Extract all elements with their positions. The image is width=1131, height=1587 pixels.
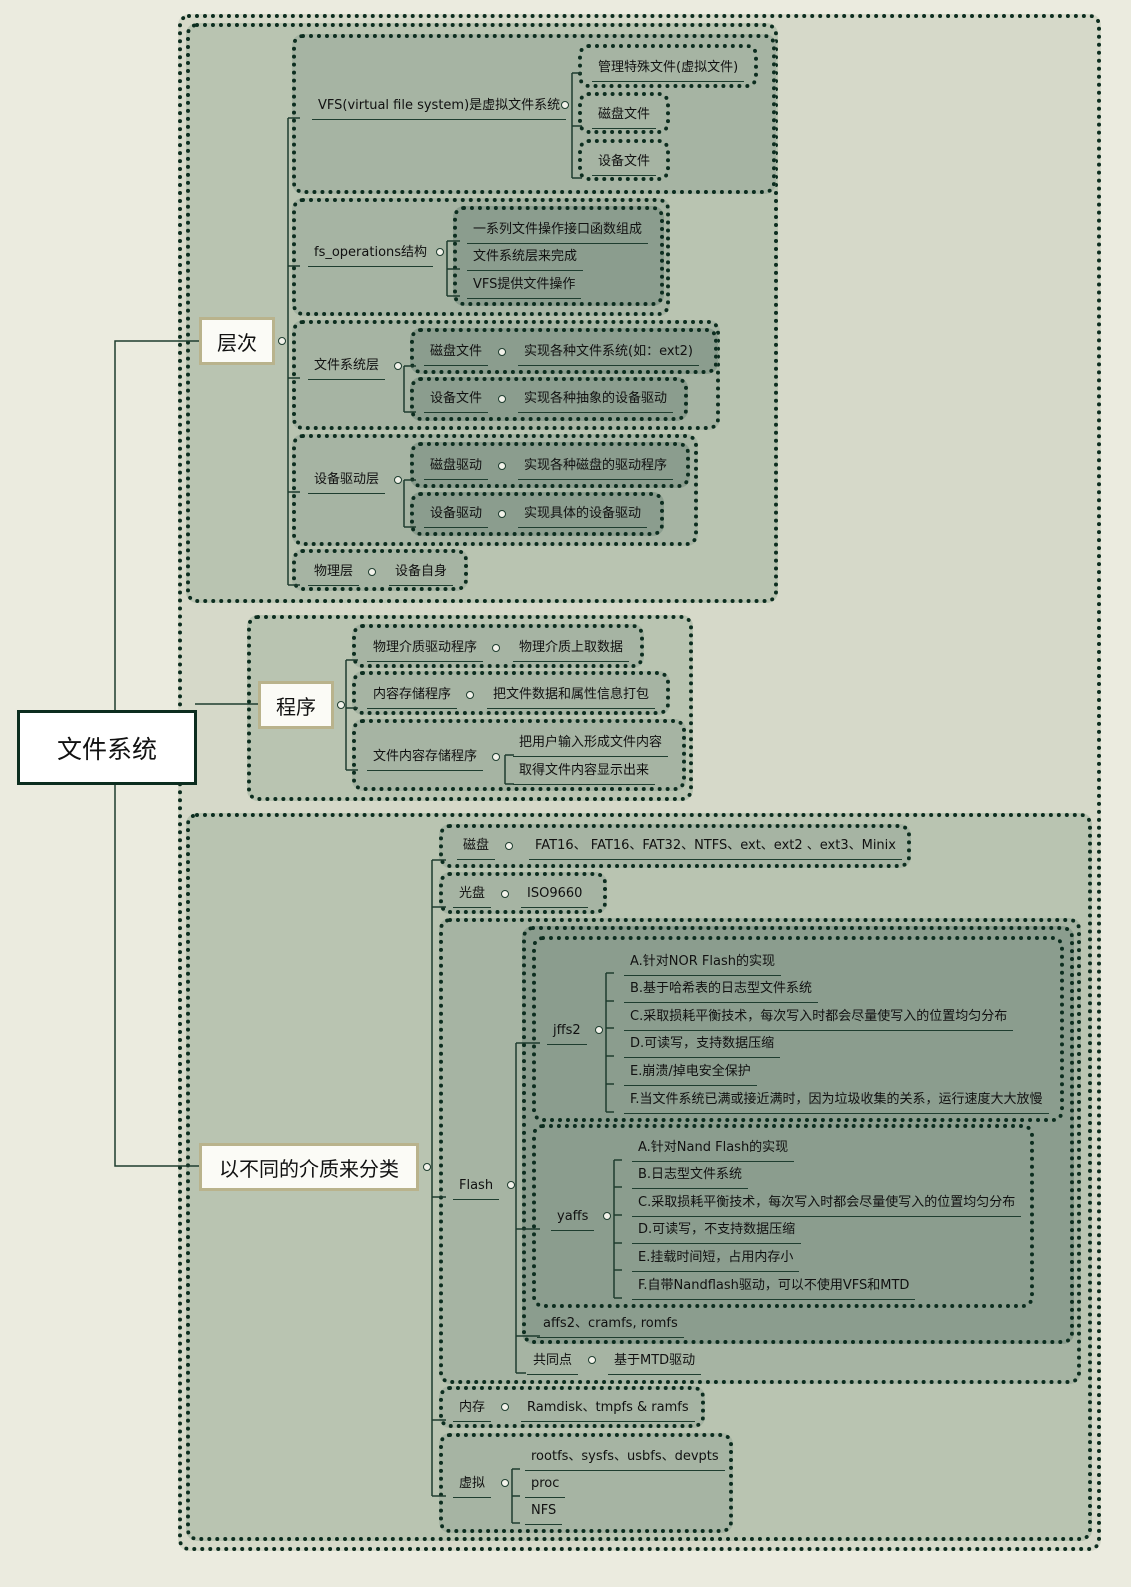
jffs2-item-3[interactable]: C.采取损耗平衡技术，每次写入时都会尽量使写入的位置均匀分布 — [624, 1008, 1014, 1031]
driver-row2-b[interactable]: 实现具体的设备驱动 — [518, 505, 648, 528]
memory-value[interactable]: Ramdisk、tmpfs & ramfs — [521, 1399, 695, 1422]
fsops-label[interactable]: fs_operations结构 — [308, 244, 434, 267]
virtual-item-1[interactable]: rootfs、sysfs、usbfs、devpts — [525, 1448, 725, 1471]
memory-knob[interactable] — [501, 1403, 509, 1411]
common-knob[interactable] — [588, 1356, 596, 1364]
fsops-item-3[interactable]: VFS提供文件操作 — [467, 276, 582, 299]
driver-row2-a[interactable]: 设备驱动 — [424, 505, 489, 528]
driver-row1-knob[interactable] — [498, 462, 506, 470]
driver-knob[interactable] — [394, 476, 402, 484]
virtual-item-3[interactable]: NFS — [525, 1502, 563, 1525]
fslayer-row1-knob[interactable] — [498, 348, 506, 356]
flash-others[interactable]: affs2、cramfs, romfs — [537, 1315, 684, 1338]
disk-frame — [439, 824, 911, 868]
program-row2-frame — [352, 671, 670, 715]
vfs-label[interactable]: VFS(virtual file system)是虚拟文件系统 — [312, 97, 567, 120]
program-row2-knob[interactable] — [466, 691, 474, 699]
disk-value[interactable]: FAT16、 FAT16、FAT32、NTFS、ext、ext2 、ext3、M… — [529, 837, 902, 860]
program-row3-item-1[interactable]: 把用户输入形成文件内容 — [513, 734, 669, 757]
jffs2-item-6[interactable]: F.当文件系统已满或接近满时，因为垃圾收集的关系，运行速度大大放慢 — [624, 1091, 1049, 1114]
yaffs-item-5[interactable]: E.挂载时间短，占用内存小 — [632, 1249, 800, 1272]
jffs2-item-2[interactable]: B.基于哈希表的日志型文件系统 — [624, 980, 819, 1003]
fslayer-row2-a[interactable]: 设备文件 — [424, 390, 489, 413]
cd-value[interactable]: ISO9660 — [521, 885, 589, 908]
program-row1-a[interactable]: 物理介质驱动程序 — [367, 639, 484, 662]
driver-row1-b[interactable]: 实现各种磁盘的驱动程序 — [518, 457, 674, 480]
fsops-knob[interactable] — [436, 248, 444, 256]
fsops-items-frame — [453, 206, 664, 306]
yaffs-item-3[interactable]: C.采取损耗平衡技术，每次写入时都会尽量使写入的位置均匀分布 — [632, 1194, 1022, 1217]
root-node[interactable]: 文件系统 — [17, 710, 197, 785]
yaffs-item-6[interactable]: F.自带Nandflash驱动，可以不使用VFS和MTD — [632, 1277, 916, 1300]
fslayer-row2-frame — [410, 377, 688, 421]
program-row2-b[interactable]: 把文件数据和属性信息打包 — [487, 686, 656, 709]
virtual-label[interactable]: 虚拟 — [453, 1475, 492, 1498]
driver-row2-knob[interactable] — [498, 510, 506, 518]
program-row3-item-2[interactable]: 取得文件内容显示出来 — [513, 762, 656, 785]
yaffs-knob[interactable] — [603, 1212, 611, 1220]
vfs-knob[interactable] — [561, 101, 569, 109]
cd-label[interactable]: 光盘 — [453, 885, 492, 908]
physical-knob[interactable] — [368, 568, 376, 576]
fsops-item-2[interactable]: 文件系统层来完成 — [467, 248, 584, 271]
vfs-item-3[interactable]: 设备文件 — [592, 153, 657, 176]
common-label[interactable]: 共同点 — [527, 1352, 579, 1375]
fslayer-row2-knob[interactable] — [498, 395, 506, 403]
fslayer-knob[interactable] — [394, 362, 402, 370]
virtual-knob[interactable] — [501, 1479, 509, 1487]
fslayer-row1-b[interactable]: 实现各种文件系统(如：ext2) — [518, 343, 699, 366]
level-collapse-knob[interactable] — [278, 337, 286, 345]
yaffs-item-1[interactable]: A.针对Nand Flash的实现 — [632, 1139, 795, 1162]
physical-label[interactable]: 物理层 — [308, 563, 360, 586]
level-node[interactable]: 层次 — [199, 317, 275, 365]
program-row3-frame — [352, 719, 686, 791]
jffs2-item-1[interactable]: A.针对NOR Flash的实现 — [624, 953, 781, 976]
program-row3-a[interactable]: 文件内容存储程序 — [367, 748, 484, 771]
program-row1-b[interactable]: 物理介质上取数据 — [513, 639, 630, 662]
vfs-item-2[interactable]: 磁盘文件 — [592, 106, 657, 129]
yaffs-item-2[interactable]: B.日志型文件系统 — [632, 1166, 749, 1189]
program-collapse-knob[interactable] — [337, 701, 345, 709]
program-row1-frame — [352, 624, 644, 668]
memory-label[interactable]: 内存 — [453, 1399, 492, 1422]
common-value[interactable]: 基于MTD驱动 — [608, 1352, 702, 1375]
virtual-item-2[interactable]: proc — [525, 1475, 566, 1498]
flash-label[interactable]: Flash — [453, 1177, 500, 1200]
media-collapse-knob[interactable] — [423, 1163, 431, 1171]
media-node[interactable]: 以不同的介质来分类 — [199, 1143, 419, 1191]
program-row2-a[interactable]: 内容存储程序 — [367, 686, 458, 709]
jffs2-knob[interactable] — [595, 1026, 603, 1034]
vfs-item-frame-2 — [578, 92, 670, 134]
driver-row2-frame — [410, 492, 664, 536]
physical-value[interactable]: 设备自身 — [389, 563, 454, 586]
vfs-item-frame-1 — [578, 44, 758, 88]
program-node[interactable]: 程序 — [258, 681, 334, 729]
cd-knob[interactable] — [501, 890, 509, 898]
program-row3-knob[interactable] — [492, 753, 500, 761]
jffs2-label[interactable]: jffs2 — [547, 1022, 587, 1045]
driver-row1-a[interactable]: 磁盘驱动 — [424, 457, 489, 480]
program-row1-knob[interactable] — [492, 644, 500, 652]
physical-group — [292, 549, 468, 591]
jffs2-frame — [532, 936, 1064, 1122]
disk-knob[interactable] — [505, 842, 513, 850]
driver-label[interactable]: 设备驱动层 — [308, 471, 386, 494]
driver-row1-frame — [410, 442, 690, 488]
disk-label[interactable]: 磁盘 — [457, 837, 496, 860]
flash-knob[interactable] — [507, 1181, 515, 1189]
fslayer-row2-b[interactable]: 实现各种抽象的设备驱动 — [518, 390, 674, 413]
vfs-item-frame-3 — [578, 139, 670, 181]
fsops-item-1[interactable]: 一系列文件操作接口函数组成 — [467, 221, 649, 244]
fslayer-label[interactable]: 文件系统层 — [308, 357, 386, 380]
jffs2-item-4[interactable]: D.可读写，支持数据压缩 — [624, 1035, 781, 1058]
yaffs-item-4[interactable]: D.可读写，不支持数据压缩 — [632, 1221, 802, 1244]
yaffs-label[interactable]: yaffs — [551, 1208, 595, 1231]
virtual-frame — [439, 1433, 733, 1533]
jffs2-item-5[interactable]: E.崩溃/掉电安全保护 — [624, 1063, 757, 1086]
fslayer-row1-frame — [410, 328, 718, 374]
fslayer-row1-a[interactable]: 磁盘文件 — [424, 343, 489, 366]
vfs-item-1[interactable]: 管理特殊文件(虚拟文件) — [592, 59, 745, 82]
